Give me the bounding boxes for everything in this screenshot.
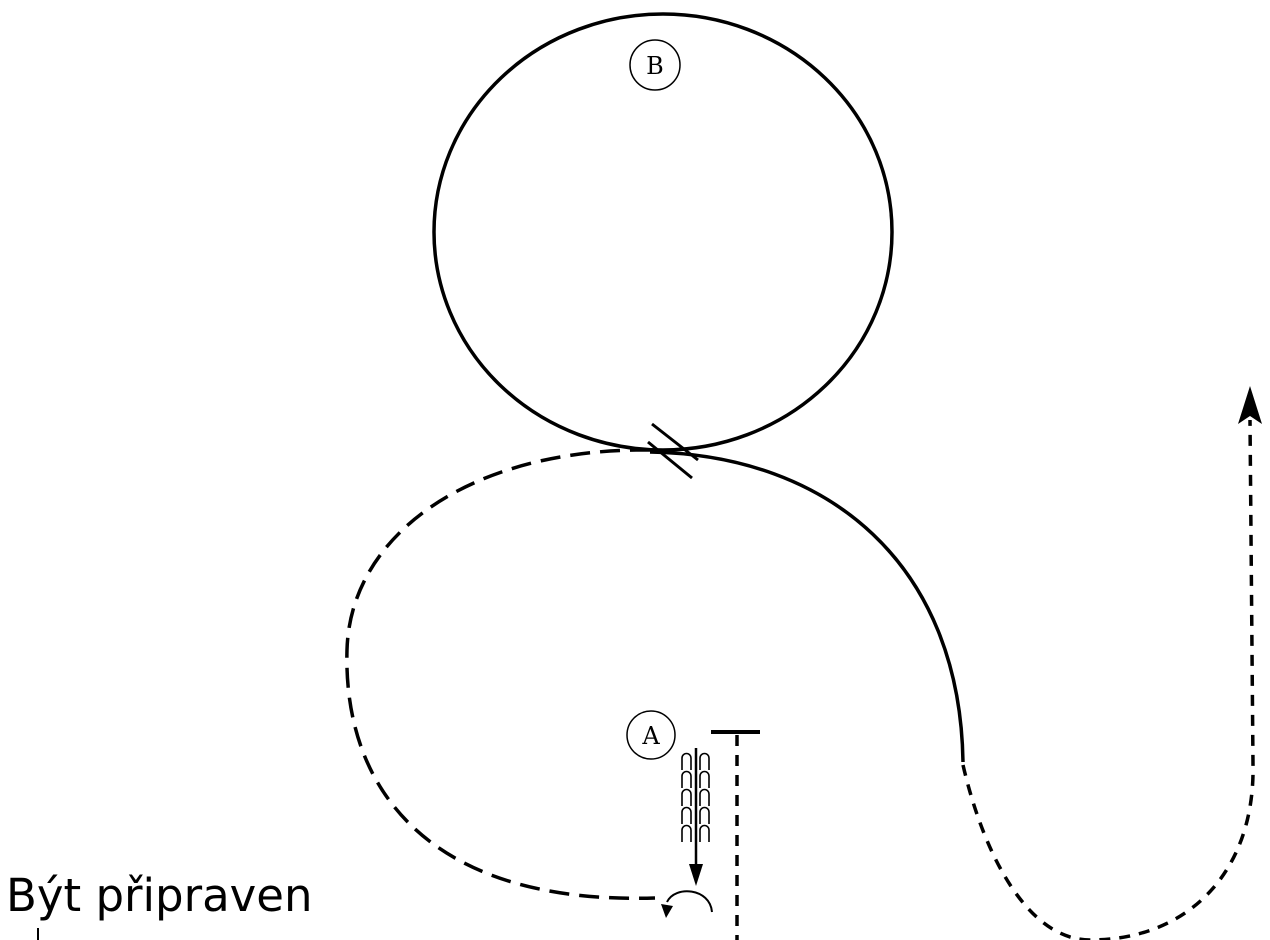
ready-caption: Být připraven	[6, 869, 313, 922]
landing-arrow-icon	[689, 864, 703, 886]
dashed-loop-path	[345, 448, 656, 900]
marker-b-label: B	[646, 52, 664, 80]
marker-a-label: A	[641, 722, 660, 750]
turn-arc	[666, 890, 713, 913]
turn-arrow-icon	[661, 904, 673, 918]
landing-strip-icon	[681, 752, 710, 842]
marker-b-circle	[629, 39, 681, 91]
holding-circle	[432, 12, 894, 452]
dotted-exit-path	[961, 419, 1255, 940]
exit-arrowhead-icon	[1238, 386, 1262, 424]
crossing-tick-2	[647, 440, 693, 480]
marker-a-circle	[626, 710, 676, 760]
solid-return-path	[649, 450, 965, 763]
